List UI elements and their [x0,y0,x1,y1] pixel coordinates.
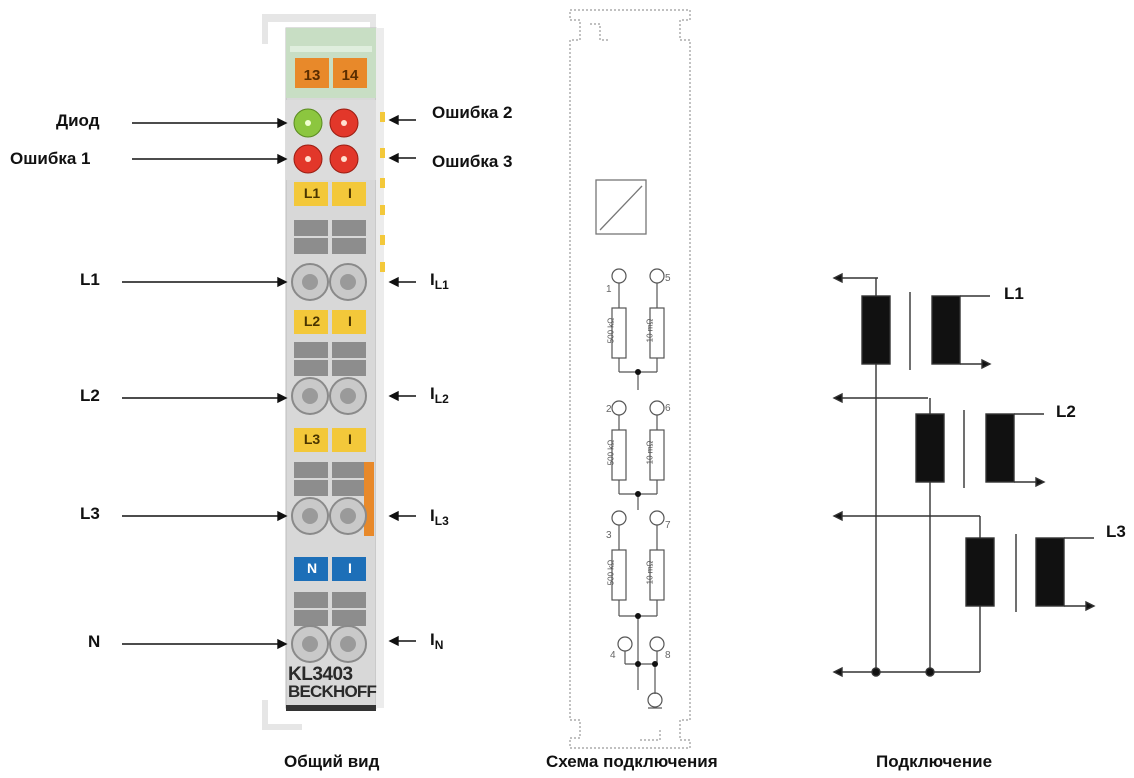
terminal-number-5: 5 [665,273,671,284]
row4-label-right: I [348,560,352,576]
row2-label-left: L2 [303,313,321,329]
schematic-channels [611,268,665,709]
resistor-label-1: 500 kΩ [606,317,616,344]
caption-overview: Общий вид [284,752,380,771]
terminal-number-1: 1 [606,284,612,295]
shunt-label-3: 10 mΩ [645,560,655,585]
callout-il1: IL1 [430,270,449,292]
connection-label-l2: L2 [1056,402,1076,421]
connection-label-l3: L3 [1106,522,1126,541]
terminal-number-7: 7 [665,520,671,531]
callout-error3: Ошибка 3 [432,152,513,171]
arrows-right [388,114,416,647]
callout-error2: Ошибка 2 [432,103,513,122]
shunt-label-2: 10 mΩ [645,440,655,465]
terminal-number-4: 4 [610,650,616,661]
callout-diode: Диод [56,111,100,130]
callout-il2: IL2 [430,384,449,406]
terminal-14 [333,58,367,88]
terminal-number-6: 6 [665,403,671,414]
row3-label-right: I [348,431,352,447]
terminal-number-3: 3 [606,530,612,541]
schematic-junctions [635,369,658,667]
caption-schematic: Схема подключения [546,752,718,771]
resistor-label-3: 500 kΩ [606,559,616,586]
connection-label-l1: L1 [1004,284,1024,303]
schematic-outline [569,9,691,749]
row1-label-left: L1 [303,185,321,201]
terminal-13 [295,58,329,88]
callout-l1: L1 [80,270,100,289]
model-label: KL3403 [288,664,353,685]
resistor-label-2: 500 kΩ [606,439,616,466]
terminal-number-8: 8 [665,650,671,661]
row2-label-right: I [348,313,352,329]
callout-n: N [88,632,101,651]
row4-label-left: N [306,560,318,576]
callout-error1: Ошибка 1 [10,149,91,168]
row3-label-left: L3 [303,431,321,447]
callout-l3: L3 [80,504,100,523]
shunt-label-1: 10 mΩ [645,318,655,343]
svg-text:14: 14 [342,67,359,84]
brand-label: BECKHOFF [288,682,377,701]
caption-connection: Подключение [876,752,993,771]
converter-block [595,179,647,235]
row1-label-right: I [348,185,352,201]
terminal-number-2: 2 [606,404,612,415]
svg-text:13: 13 [304,67,321,84]
arrows-left [122,117,288,650]
callout-il3: IL3 [430,506,449,528]
callout-l2: L2 [80,386,100,405]
connection-diagram [832,272,1096,678]
callout-in: IN [430,630,444,652]
